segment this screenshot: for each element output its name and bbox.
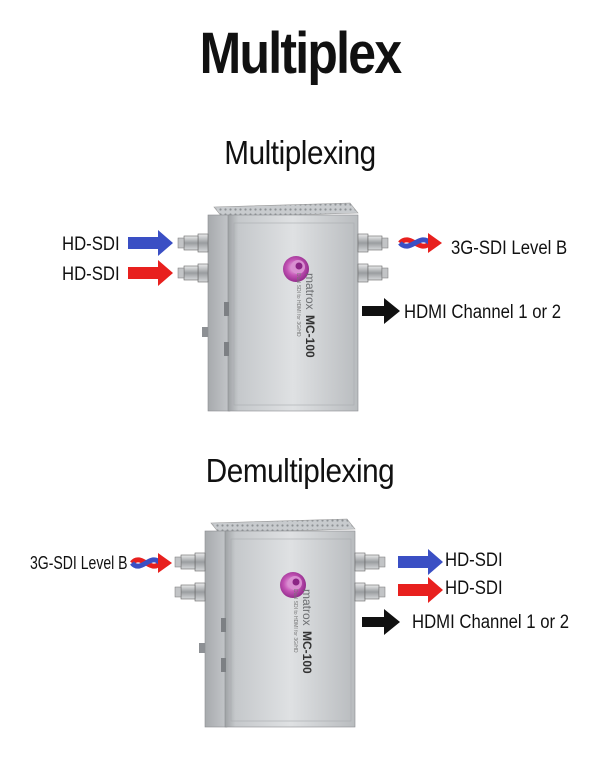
section-heading-demultiplexing: Demultiplexing bbox=[205, 452, 395, 489]
input-label-hd-sdi-1: HD-SDI bbox=[62, 234, 120, 255]
arrow-black-out-2 bbox=[362, 609, 400, 635]
svg-text:Dual SDI to HDMI for 3G/HD: Dual SDI to HDMI for 3G/HD bbox=[292, 589, 298, 653]
svg-text:Dual SDI to HDMI for 3G/HD: Dual SDI to HDMI for 3G/HD bbox=[295, 273, 301, 337]
converter-device-2: matrox MC-100 Dual SDI to HDMI for 3G/HD bbox=[198, 518, 356, 728]
bnc-input-4 bbox=[174, 582, 206, 602]
svg-text:matrox: matrox bbox=[303, 273, 317, 310]
arrow-red-in bbox=[128, 260, 173, 286]
bnc-output-4 bbox=[354, 582, 386, 602]
input-label-3g-sdi: 3G-SDI Level B bbox=[30, 553, 128, 573]
arrow-twisted-out bbox=[398, 233, 442, 253]
page-title: Multiplex bbox=[199, 21, 402, 86]
section-heading-multiplexing: Multiplexing bbox=[224, 134, 376, 171]
bnc-output-1 bbox=[357, 233, 389, 253]
arrow-blue-out bbox=[398, 549, 443, 575]
svg-text:matrox: matrox bbox=[300, 589, 314, 626]
output-label-hd-sdi-2: HD-SDI bbox=[445, 578, 503, 599]
converter-device-1: matrox MC-100 Dual SDI to HDMI for 3G/HD bbox=[201, 202, 359, 412]
arrow-black-out bbox=[362, 298, 400, 324]
output-label-hdmi: HDMI Channel 1 or 2 bbox=[404, 302, 562, 323]
arrow-twisted-in bbox=[130, 553, 172, 573]
input-label-hd-sdi-2: HD-SDI bbox=[62, 264, 120, 285]
output-label-hdmi-2: HDMI Channel 1 or 2 bbox=[412, 612, 570, 633]
svg-text:MC-100: MC-100 bbox=[300, 631, 314, 674]
svg-text:MC-100: MC-100 bbox=[303, 315, 317, 358]
bnc-input-1 bbox=[177, 233, 209, 253]
output-label-hd-sdi-1: HD-SDI bbox=[445, 550, 503, 571]
output-label-3g-sdi: 3G-SDI Level B bbox=[451, 238, 568, 259]
arrow-red-out bbox=[398, 577, 443, 603]
bnc-output-2 bbox=[357, 263, 389, 283]
bnc-output-3 bbox=[354, 552, 386, 572]
arrow-blue-in bbox=[128, 230, 173, 256]
bnc-input-2 bbox=[177, 263, 209, 283]
bnc-input-3 bbox=[174, 552, 206, 572]
